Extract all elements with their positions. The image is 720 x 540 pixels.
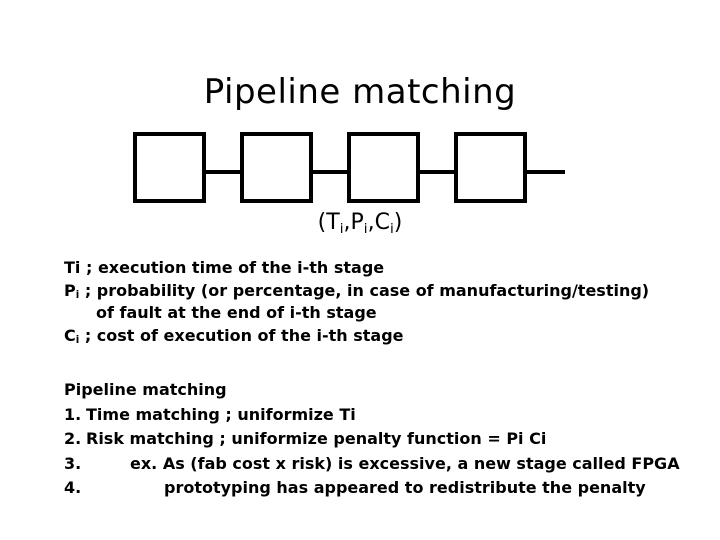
pipeline-stage-box-2 [240, 132, 313, 203]
tuple-subscript-c: i [389, 221, 394, 238]
matching-item-1-text: Time matching ; uniformize Ti [86, 404, 356, 424]
definition-line-ci: Ci ; cost of execution of the i-th stage [64, 325, 720, 348]
tuple-symbol-c: C [374, 210, 390, 235]
definition-body-ci: ; cost of execution of the i-th stage [79, 325, 404, 345]
page-title: Pipeline matching [203, 72, 517, 112]
definition-line-ti: Ti ; execution time of the i-th stage [64, 257, 720, 280]
pipeline-stage-box-1 [133, 132, 206, 203]
tuple-comma-2: , [367, 210, 375, 235]
matching-item-4: 4. prototyping has appeared to redistribu… [64, 476, 720, 501]
tuple-subscript-p: i [363, 221, 368, 238]
matching-item-1-number: 1. [64, 404, 82, 424]
matching-item-3-number: 3. [64, 453, 82, 473]
definition-body-ti: ; execution time of the i-th stage [80, 258, 385, 277]
matching-item-3-text: ex. As (fab cost x risk) is excessive, a… [130, 453, 680, 473]
matching-item-3: 3. ex. As (fab cost x risk) is excessive,… [64, 452, 720, 477]
pipeline-diagram [133, 132, 573, 204]
tuple-subscript-t: i [339, 221, 344, 238]
definition-symbol-ci-base: C [64, 325, 76, 345]
definition-body-pi-continued: of fault at the end of i-th stage [96, 303, 377, 322]
pipeline-trailing-line [527, 170, 565, 174]
definition-symbol-pi-base: P [64, 280, 76, 300]
pipeline-connector-2 [313, 170, 347, 174]
tuple-close-paren: ) [393, 210, 403, 235]
pipeline-matching-block: Pipeline matching 1.Time matching ; unif… [64, 378, 720, 501]
tuple-symbol-p: P [350, 210, 364, 235]
matching-item-4-text: prototyping has appeared to redistribute… [164, 478, 646, 497]
matching-item-2-text: Risk matching ; uniformize penalty funct… [86, 429, 547, 448]
pipeline-stage-box-4 [454, 132, 527, 203]
definition-symbol-ti: Ti [64, 258, 81, 277]
tuple-open-paren: ( [317, 210, 327, 235]
matching-heading: Pipeline matching [64, 380, 227, 399]
symbol-definition-list: Ti ; execution time of the i-th stage Pi… [64, 257, 720, 347]
matching-item-2-number: 2. [64, 429, 82, 448]
matching-item-2: 2.Risk matching ; uniformize penalty fun… [64, 427, 720, 452]
definition-symbol-ci-subscript: i [75, 334, 80, 347]
stage-tuple-caption: (Ti,Pi,Ci) [0, 210, 720, 238]
matching-item-1: 1.Time matching ; uniformize Ti [64, 403, 720, 428]
definition-line-pi: Pi ; probability (or percentage, in case… [64, 280, 720, 303]
pipeline-connector-1 [206, 170, 240, 174]
definition-line-pi-continued: of fault at the end of i-th stage [64, 302, 720, 325]
pipeline-connector-3 [420, 170, 454, 174]
tuple-symbol-t: T [326, 210, 340, 235]
definition-symbol-pi-subscript: i [75, 289, 80, 302]
tuple-comma-1: , [343, 210, 351, 235]
pipeline-stage-box-3 [347, 132, 420, 203]
matching-item-4-number: 4. [64, 478, 82, 497]
definition-body-pi: ; probability (or percentage, in case of… [79, 280, 650, 300]
